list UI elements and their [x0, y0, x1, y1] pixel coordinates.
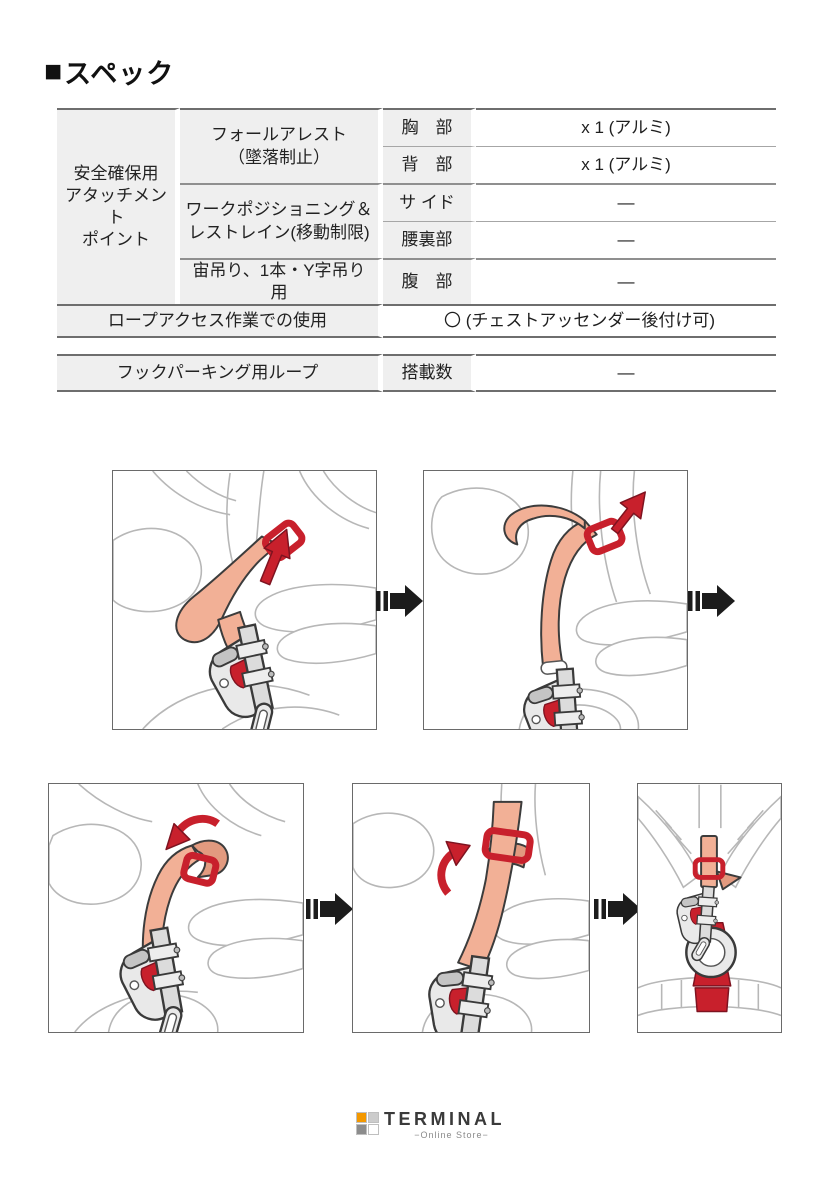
- red-buckle-icon: [481, 827, 534, 864]
- right-arrow-icon: [594, 893, 641, 925]
- cell-part-side: サ イド: [383, 183, 476, 221]
- terminal-logo-mark-icon: [356, 1112, 379, 1135]
- table-row: ワークポジショニング＆ レストレイン(移動制限) サ イド —: [57, 183, 776, 258]
- logo-square-bottom-left: [356, 1124, 367, 1135]
- black-square-marker-icon: ■: [44, 54, 63, 88]
- table-row-hook-parking: フックパーキング用ループ 搭載数 —: [57, 354, 776, 392]
- table-row-rope-access: ロープアクセス作業での使用 〇 (チェストアッセンダー後付け可): [57, 304, 776, 339]
- cell-part-chest: 胸 部: [383, 108, 476, 146]
- section-header: ■ スペック: [44, 52, 174, 91]
- red-buckle-icon: [692, 857, 726, 880]
- page-title: スペック: [64, 59, 175, 89]
- store-logo: TERMINAL −Online Store−: [356, 1110, 505, 1140]
- cell-value-chest: x 1 (アルミ): [476, 108, 776, 146]
- red-up-arrow-icon: [259, 528, 291, 586]
- figure-step-3-panel: [48, 783, 304, 1033]
- right-arrow-icon: [306, 893, 353, 925]
- cell-rope-access-value: 〇 (チェストアッセンダー後付け可): [383, 304, 776, 339]
- brand-name: TERMINAL: [384, 1109, 505, 1129]
- cell-rope-access-label: ロープアクセス作業での使用: [57, 304, 383, 339]
- cell-value-back: x 1 (アルミ): [476, 146, 776, 183]
- logo-square-bottom-right: [368, 1124, 379, 1135]
- cell-value-side: —: [476, 183, 776, 221]
- logo-square-top-right: [368, 1112, 379, 1123]
- table-row: 背 部 x 1 (アルミ): [57, 146, 776, 183]
- cell-hook-parking-label: フックパーキング用ループ: [57, 354, 383, 392]
- figure-step-1-panel: [112, 470, 377, 730]
- table-row: 宙吊り、1本・Y字吊り用 腹 部 —: [57, 258, 776, 305]
- cell-suspension: 宙吊り、1本・Y字吊り用: [180, 258, 383, 305]
- figure-step-5-panel: [637, 783, 782, 1033]
- cell-part-abdomen: 腹 部: [383, 258, 476, 305]
- figure-step-4-panel: [352, 783, 590, 1033]
- right-arrow-icon: [688, 585, 735, 617]
- spec-table: 安全確保用 アタッチメント ポイント フォールアレスト （墜落制止） 胸 部 x…: [57, 108, 776, 339]
- logo-text-block: TERMINAL −Online Store−: [384, 1110, 505, 1140]
- brand-tagline: −Online Store−: [414, 1130, 489, 1140]
- red-buckle-icon: [180, 851, 220, 887]
- cell-value-abdomen: —: [476, 258, 776, 304]
- cell-part-waist-rear: 腰裏部: [383, 221, 476, 258]
- table-row: 腰裏部 —: [57, 221, 776, 258]
- cell-part-back: 背 部: [383, 146, 476, 183]
- red-up-arrow-icon: [610, 491, 646, 535]
- cell-attachment-group: 安全確保用 アタッチメント ポイント: [57, 108, 180, 305]
- table-row: 安全確保用 アタッチメント ポイント フォールアレスト （墜落制止） 胸 部 x…: [57, 108, 776, 305]
- logo-square-top-left: [356, 1112, 367, 1123]
- figure-step-2-panel: [423, 470, 688, 730]
- cell-fall-arrest: フォールアレスト （墜落制止）: [180, 108, 383, 183]
- cell-hook-parking-part: 搭載数: [383, 354, 476, 392]
- cell-hook-parking-value: —: [476, 354, 776, 392]
- cell-value-waist-rear: —: [476, 221, 776, 258]
- right-arrow-icon: [376, 585, 423, 617]
- hook-parking-table: フックパーキング用ループ 搭載数 —: [57, 354, 776, 392]
- cell-work-positioning: ワークポジショニング＆ レストレイン(移動制限): [180, 183, 383, 258]
